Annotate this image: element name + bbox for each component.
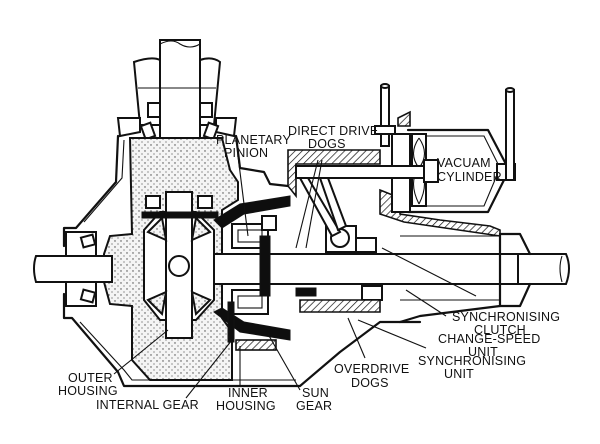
label-sun-gear-2: GEAR bbox=[296, 399, 332, 413]
labels: PLANETARY PINION DIRECT DRIVE DOGS VACUA… bbox=[58, 124, 560, 413]
leader-overdrive-dogs bbox=[347, 317, 366, 359]
planetary-gear-set bbox=[213, 195, 291, 351]
label-synchronising-unit-1: SYNCHRONISING bbox=[418, 354, 526, 368]
label-planetary-pinion-1: PLANETARY bbox=[216, 133, 291, 147]
leader-synchronising-unit bbox=[357, 319, 427, 349]
leader-synchronising-clutch bbox=[381, 247, 477, 297]
leader-outer-housing bbox=[113, 329, 169, 375]
leader-sun-gear bbox=[267, 333, 301, 391]
label-inner-housing-1: INNER bbox=[228, 386, 268, 400]
label-inner-housing-2: HOUSING bbox=[216, 399, 276, 413]
leader-lines bbox=[113, 155, 477, 399]
label-planetary-pinion-2: PINION bbox=[224, 146, 268, 160]
label-direct-drive-dogs-1: DIRECT DRIVE bbox=[288, 124, 378, 138]
leader-internal-gear bbox=[185, 339, 233, 399]
label-outer-housing-1: OUTER bbox=[68, 371, 113, 385]
label-vacuum-cylinder-2: CYLINDER bbox=[437, 170, 502, 184]
leader-direct-drive-dogs-b bbox=[305, 159, 323, 249]
main-shaft bbox=[33, 253, 570, 285]
label-vacuum-cylinder-1: VACUAM bbox=[437, 156, 491, 170]
label-synchronising-clutch-1: SYNCHRONISING bbox=[452, 310, 560, 324]
differential-casing bbox=[103, 137, 239, 381]
label-change-speed-unit-2: UNIT bbox=[468, 345, 498, 359]
label-change-speed-unit-1: CHANGE-SPEED bbox=[438, 332, 540, 346]
label-outer-housing-2: HOUSING bbox=[58, 384, 118, 398]
label-internal-gear: INTERNAL GEAR bbox=[96, 398, 199, 412]
label-synchronising-unit-2: UNIT bbox=[444, 367, 474, 381]
leader-planetary-pinion bbox=[237, 155, 249, 237]
label-direct-drive-dogs-2: DOGS bbox=[308, 137, 346, 151]
label-synchronising-clutch-2: CLUTCH bbox=[474, 323, 526, 337]
label-sun-gear-1: SUN bbox=[302, 386, 329, 400]
leader-direct-drive-dogs-a bbox=[295, 159, 319, 249]
label-overdrive-dogs-2: DOGS bbox=[351, 376, 389, 390]
leader-change-speed-unit bbox=[405, 289, 447, 317]
label-overdrive-dogs-1: OVERDRIVE bbox=[334, 362, 409, 376]
vacuum-cylinder bbox=[295, 83, 516, 214]
